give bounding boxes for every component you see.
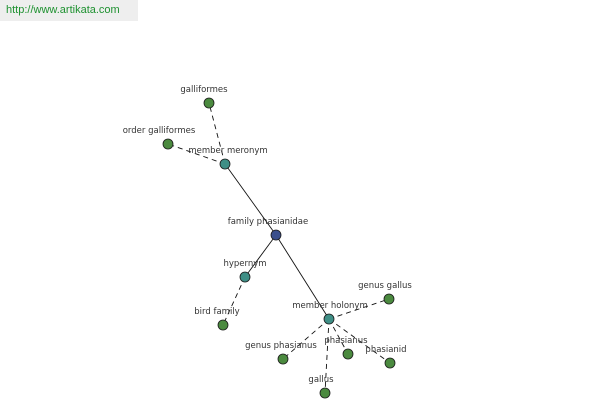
edge-member-holonym-to-phasianus: [328, 318, 349, 355]
node-label-member-meronym[interactable]: member meronym: [188, 146, 267, 156]
node-label-gallus[interactable]: gallus: [308, 375, 334, 385]
node-member-meronym[interactable]: [219, 158, 231, 170]
node-hypernym[interactable]: [239, 271, 251, 283]
node-label-phasianus[interactable]: phasianus: [324, 336, 368, 346]
node-member-holonym[interactable]: [323, 313, 335, 325]
node-family-phasianidae[interactable]: [270, 229, 282, 241]
node-label-order-galliformes[interactable]: order galliformes: [123, 126, 196, 136]
edge-member-meronym-to-order-galliformes: [167, 143, 226, 165]
node-phasianid[interactable]: [384, 357, 396, 369]
edge-member-meronym-to-galliformes: [208, 102, 226, 165]
node-label-galliformes[interactable]: galliformes: [180, 85, 228, 95]
node-label-genus-phasianus[interactable]: genus phasianus: [245, 341, 317, 351]
edge-layer: [167, 102, 391, 394]
edge-family-phasianidae-to-member-holonym: [275, 234, 330, 320]
site-url[interactable]: http://www.artikata.com: [0, 0, 138, 21]
node-order-galliformes[interactable]: [162, 138, 174, 150]
node-layer: [162, 97, 396, 399]
edge-family-phasianidae-to-hypernym: [244, 234, 277, 278]
label-layer: family phasianidae member meronym hypernym…: [123, 85, 413, 385]
node-genus-phasianus[interactable]: [277, 353, 289, 365]
node-label-family-phasianidae[interactable]: family phasianidae: [228, 217, 309, 227]
node-label-phasianid[interactable]: phasianid: [365, 345, 406, 355]
node-label-genus-gallus[interactable]: genus gallus: [358, 281, 412, 291]
node-galliformes[interactable]: [203, 97, 215, 109]
edge-family-phasianidae-to-member-meronym: [224, 163, 277, 236]
node-gallus[interactable]: [319, 387, 331, 399]
edge-member-holonym-to-genus-gallus: [328, 298, 390, 320]
edge-hypernym-to-bird-family: [222, 276, 246, 326]
node-bird-family[interactable]: [217, 319, 229, 331]
node-phasianus[interactable]: [342, 348, 354, 360]
edge-member-holonym-to-phasianid: [328, 318, 391, 364]
node-genus-gallus[interactable]: [383, 293, 395, 305]
edge-member-holonym-to-gallus: [324, 318, 330, 394]
node-label-hypernym[interactable]: hypernym: [223, 259, 266, 269]
node-label-member-holonym[interactable]: member holonym: [292, 301, 367, 311]
edge-member-holonym-to-genus-phasianus: [282, 318, 330, 360]
node-label-bird-family[interactable]: bird family: [194, 307, 239, 317]
